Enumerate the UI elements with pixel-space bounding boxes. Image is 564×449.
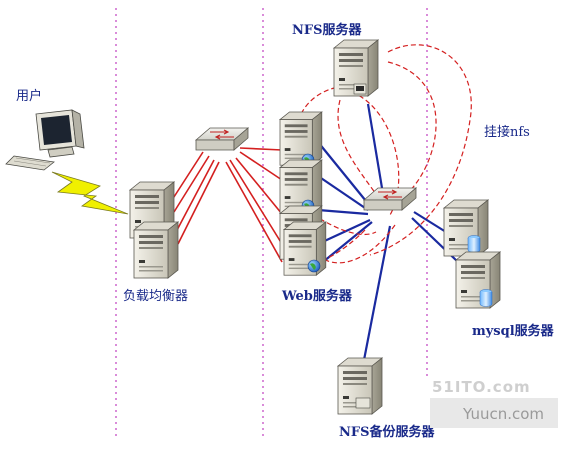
- web-server-icon: [279, 111, 327, 276]
- nfs-server-icon: [333, 39, 379, 97]
- mysql-servers-label: mysql服务器: [472, 324, 554, 339]
- user-label: 用户: [16, 89, 43, 104]
- workstation-icon: [5, 109, 85, 171]
- brand-watermark-box: [430, 398, 558, 428]
- mount-nfs-label: 挂接nfs: [484, 125, 530, 140]
- red-links: [171, 147, 283, 263]
- blue-links: [317, 103, 459, 361]
- core-switch-icon: [363, 187, 417, 211]
- web-servers-label: Web服务器: [282, 289, 352, 304]
- site-watermark: 51ITO.com: [432, 378, 531, 396]
- switch-icon: [195, 127, 249, 151]
- load-balancer-server-icon: [129, 181, 179, 279]
- wireless-link-icon: [51, 171, 129, 215]
- zone-dividers: [115, 8, 428, 440]
- mysql-server-icon: [443, 199, 501, 309]
- nfs-backup-server-icon: [337, 357, 383, 415]
- brand-watermark: Yuucn.com: [463, 405, 545, 423]
- nfs-server-label: NFS服务器: [292, 23, 362, 38]
- nfs-backup-label: NFS备份服务器: [339, 425, 435, 440]
- load-balancer-label: 负载均衡器: [123, 289, 189, 304]
